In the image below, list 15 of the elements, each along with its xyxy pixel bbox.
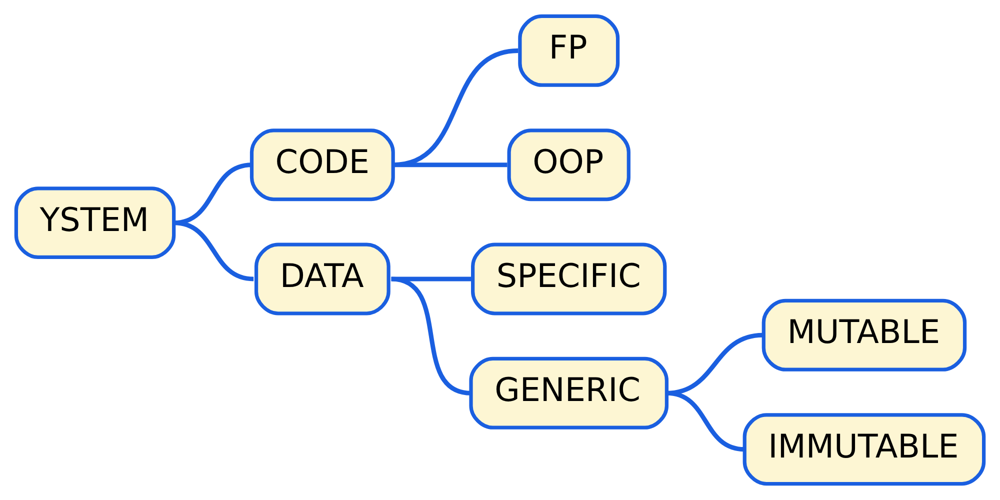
node-box: FP: [518, 14, 620, 87]
node-box: YSTEM: [14, 186, 176, 260]
connector: [174, 220, 254, 282]
connector: [393, 162, 508, 168]
connector: [666, 390, 745, 452]
node-box: GENERIC: [469, 356, 669, 430]
connector: [391, 276, 471, 282]
connector: [390, 276, 472, 396]
node-box: OOP: [507, 128, 630, 202]
node-box: IMMUTABLE: [742, 413, 986, 486]
node-box: SPECIFIC: [471, 242, 667, 316]
node-box: CODE: [250, 128, 395, 202]
connector: [392, 48, 518, 168]
node-box: DATA: [254, 242, 390, 316]
node-box: MUTABLE: [762, 298, 967, 372]
